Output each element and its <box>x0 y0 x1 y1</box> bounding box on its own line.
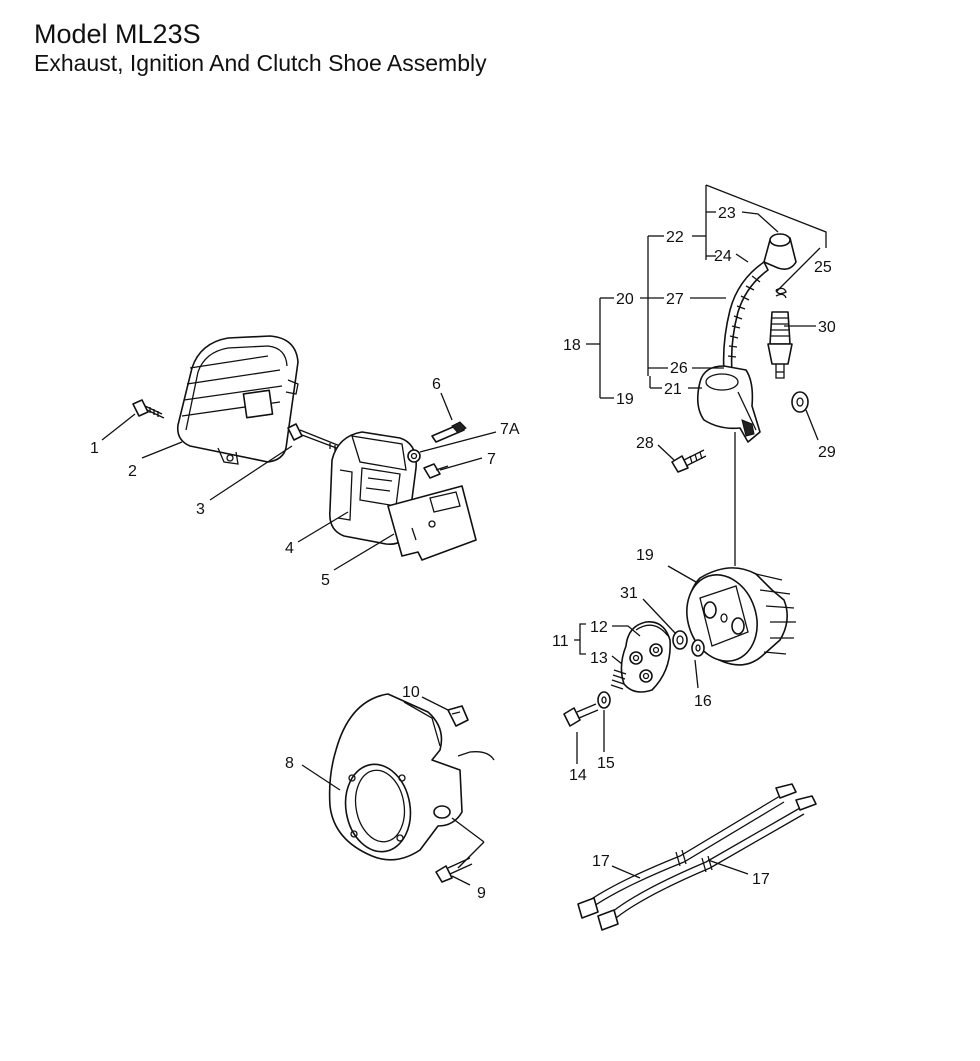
bushing-31-drawing <box>672 630 688 650</box>
callout-27: 27 <box>666 291 684 308</box>
ignition-coil-drawing <box>696 365 761 443</box>
shoulder-bolt-14-drawing <box>563 703 599 727</box>
callout-24: 24 <box>714 248 732 265</box>
callout-7: 7 <box>487 451 496 468</box>
callout-28: 28 <box>636 435 654 452</box>
callout-20: 20 <box>616 291 634 308</box>
callout-16: 16 <box>694 693 712 710</box>
model-title: Model ML23S <box>34 19 201 49</box>
fan-housing-drawing <box>328 693 495 861</box>
callout-14: 14 <box>569 767 587 784</box>
callout-10: 10 <box>402 684 420 701</box>
clutch-shoe-drawing <box>620 621 671 693</box>
nut-7a-drawing <box>407 449 421 463</box>
callout-4: 4 <box>285 540 294 557</box>
callout-17-right: 17 <box>752 871 770 888</box>
assembly-subtitle: Exhaust, Ignition And Clutch Shoe Assemb… <box>34 50 487 76</box>
callout-29: 29 <box>818 444 836 461</box>
clutch-bracket <box>574 623 641 665</box>
grommet-10-drawing <box>447 705 469 727</box>
lead-wire-upper-drawing <box>577 783 797 919</box>
callout-6: 6 <box>432 376 441 393</box>
callout-19-flywheel: 19 <box>636 547 654 564</box>
spark-plug-30-drawing <box>767 311 793 379</box>
screw-28-drawing <box>671 449 707 473</box>
diagram-title-block: Model ML23S Exhaust, Ignition And Clutch… <box>34 18 487 77</box>
callout-2: 2 <box>128 463 137 480</box>
flywheel-drawing <box>686 567 796 666</box>
callout-17-left: 17 <box>592 853 610 870</box>
screw-1-drawing <box>132 399 165 419</box>
callout-19-coil: 19 <box>616 391 634 408</box>
ignition-lead-drawing <box>722 261 769 373</box>
ignition-brackets <box>586 184 827 399</box>
lead-wire-lower-drawing <box>597 795 817 931</box>
spark-plug-boot-drawing <box>763 233 797 270</box>
callout-30: 30 <box>818 319 836 336</box>
callout-7a: 7A <box>500 421 520 438</box>
callout-18: 18 <box>563 337 581 354</box>
screw-9-drawing <box>435 857 473 883</box>
callout-22: 22 <box>666 229 684 246</box>
callout-25: 25 <box>814 259 832 276</box>
callout-1: 1 <box>90 440 99 457</box>
screw-7-drawing <box>423 463 449 479</box>
callout-9: 9 <box>477 885 486 902</box>
spark-screen-6-drawing <box>431 421 467 443</box>
callout-15: 15 <box>597 755 615 772</box>
callout-5: 5 <box>321 572 330 589</box>
washer-16-drawing <box>691 639 705 657</box>
callout-12: 12 <box>590 619 608 636</box>
callout-21: 21 <box>664 381 682 398</box>
callout-23: 23 <box>718 205 736 222</box>
gasket-drawing <box>387 485 477 561</box>
muffler-cover-drawing <box>176 335 299 465</box>
callout-8: 8 <box>285 755 294 772</box>
spacer-29-drawing <box>791 391 809 413</box>
callout-11: 11 <box>552 633 569 650</box>
callout-31: 31 <box>620 585 638 602</box>
clutch-spring-drawing <box>610 669 627 690</box>
washer-15-drawing <box>597 691 611 709</box>
callout-26: 26 <box>670 360 688 377</box>
leader-lines <box>101 325 819 886</box>
callout-13: 13 <box>590 650 608 667</box>
callout-3: 3 <box>196 501 205 518</box>
callout-labels: 1 2 3 4 5 6 7A 7 8 9 10 11 12 13 14 15 1… <box>90 205 836 902</box>
